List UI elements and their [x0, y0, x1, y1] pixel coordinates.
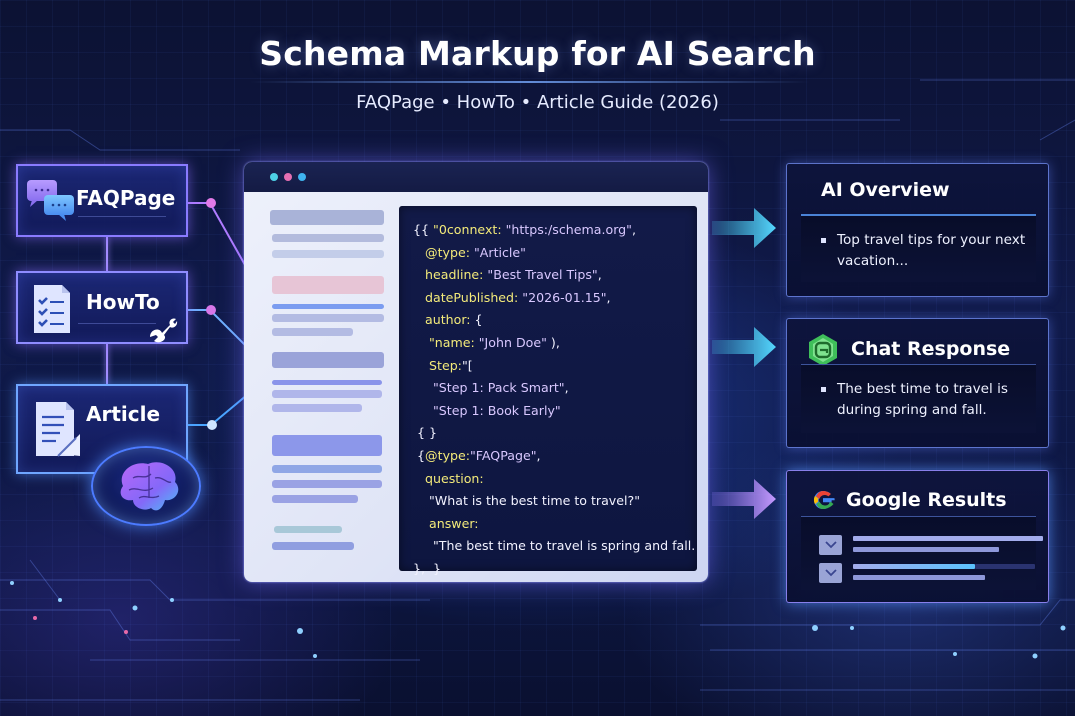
card-body: Top travel tips for your next vacation..…: [801, 214, 1036, 282]
browser-title-bar: [244, 162, 708, 192]
json-ld-code-panel[interactable]: {{ "0connext: "https:/schema.org", @type…: [399, 206, 697, 576]
schema-type-faqpage[interactable]: FAQPage: [16, 164, 188, 237]
skeleton-line: [272, 390, 382, 398]
skeleton-line: [272, 465, 382, 473]
chevron-down-icon: [819, 563, 842, 583]
result-desc-bar: [853, 547, 999, 552]
skeleton-heading: [272, 276, 384, 294]
search-result-row[interactable]: [811, 535, 1043, 559]
skeleton-line: [272, 404, 362, 412]
skeleton-line: [272, 314, 384, 322]
code-line: "What is the best time to travel?": [413, 493, 640, 509]
code-line: author: {: [413, 312, 483, 328]
code-line: headline: "Best Travel Tips",: [413, 267, 602, 283]
window-dot-pink[interactable]: [284, 173, 292, 181]
code-line: "The best time to travel is spring and f…: [413, 538, 696, 554]
code-line: {{ "0connext: "https:/schema.org",: [413, 222, 636, 237]
card-body: [801, 516, 1043, 590]
code-line: @type: "Article": [413, 244, 526, 260]
card-title: AI Overview: [821, 179, 950, 201]
chat-snippet: The best time to travel is during spring…: [821, 379, 1026, 421]
card-body: The best time to travel is during spring…: [801, 364, 1036, 433]
result-title-bar: [853, 564, 975, 569]
arrow-right-icon: [712, 208, 776, 248]
skeleton-line: [272, 250, 384, 258]
label-underline: [78, 216, 166, 217]
chat-bubbles-icon: [27, 180, 74, 221]
skeleton-line: [272, 380, 382, 385]
window-dot-blue[interactable]: [298, 173, 306, 181]
schema-type-label: HowTo: [86, 290, 160, 314]
browser-window: {{ "0connext: "https:/schema.org", @type…: [244, 162, 708, 582]
ai-brain-badge: [91, 446, 201, 526]
skeleton-line: [272, 480, 382, 488]
code-line: {@type:"FAQPage",: [413, 447, 541, 463]
code-line: answer:: [413, 515, 479, 531]
schema-type-label: FAQPage: [76, 186, 176, 210]
chat-hex-icon: [809, 334, 837, 366]
arrow-right-icon: [712, 327, 776, 367]
page-subtitle: FAQPage • HowTo • Article Guide (2026): [356, 92, 719, 113]
arrow-right-icon: [712, 479, 776, 519]
skeleton-line: [272, 542, 354, 550]
schema-type-label: Article: [86, 402, 161, 426]
google-results-card[interactable]: Google Results: [786, 470, 1049, 603]
type-connector: [106, 344, 108, 384]
brain-icon: [120, 462, 179, 511]
code-line: "name: "John Doe" ),: [413, 334, 560, 350]
skeleton-heading: [270, 210, 384, 225]
page-title: Schema Markup for AI Search: [259, 34, 816, 73]
skeleton-line: [272, 328, 353, 336]
skeleton-line: [272, 234, 384, 242]
skeleton-heading: [272, 435, 382, 456]
skeleton-line: [274, 526, 342, 533]
google-g-icon: [813, 490, 835, 510]
label-underline: [78, 323, 156, 324]
type-connector: [106, 237, 108, 271]
card-title: Google Results: [846, 489, 1007, 511]
schema-type-howto[interactable]: HowTo: [16, 271, 188, 344]
code-line: "Step 1: Pack Smart",: [413, 380, 569, 396]
document-pen-icon: [36, 402, 80, 457]
code-line: Step:"[: [413, 357, 473, 373]
code-line: }, }: [413, 560, 442, 576]
ai-overview-card[interactable]: AI Overview Top travel tips for your nex…: [786, 163, 1049, 297]
overview-snippet: Top travel tips for your next vacation..…: [821, 230, 1026, 272]
code-line: question:: [413, 470, 484, 486]
checklist-icon: [34, 285, 70, 333]
skeleton-heading: [272, 352, 384, 368]
code-line: "Step 1: Book Early": [413, 402, 561, 418]
chat-response-card[interactable]: Chat Response The best time to travel is…: [786, 318, 1049, 448]
skeleton-line: [272, 304, 384, 309]
search-result-row[interactable]: [811, 563, 1035, 587]
code-line: datePublished: "2026-01.15",: [413, 289, 611, 305]
window-dot-cyan[interactable]: [270, 173, 278, 181]
result-title-bar: [975, 564, 1035, 569]
result-title-bar: [853, 536, 1043, 541]
result-desc-bar: [853, 575, 985, 580]
wrench-icon: [150, 318, 178, 343]
chevron-down-icon: [819, 535, 842, 555]
code-line: { }: [413, 425, 438, 441]
title-divider: [250, 81, 810, 83]
skeleton-line: [272, 495, 358, 503]
card-title: Chat Response: [851, 338, 1011, 360]
